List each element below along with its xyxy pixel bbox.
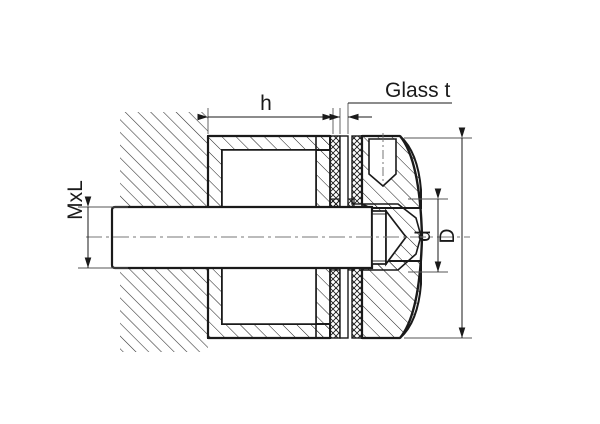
dimension-D: D [404,127,472,339]
dimension-D-label: D [436,228,459,243]
wall-section [120,112,208,352]
dimension-mxl: MxL [64,180,128,269]
dimension-mxl-label: MxL [64,180,87,220]
grub-screw-bore [368,133,397,188]
dimension-h-label: h [260,92,272,115]
dimension-glass-t: Glass t [316,79,452,134]
dimension-d: d [408,188,448,273]
dimension-h: h [197,92,334,134]
dimension-glass-t-label: Glass t [385,79,451,102]
dimension-d-label: d [412,230,435,242]
